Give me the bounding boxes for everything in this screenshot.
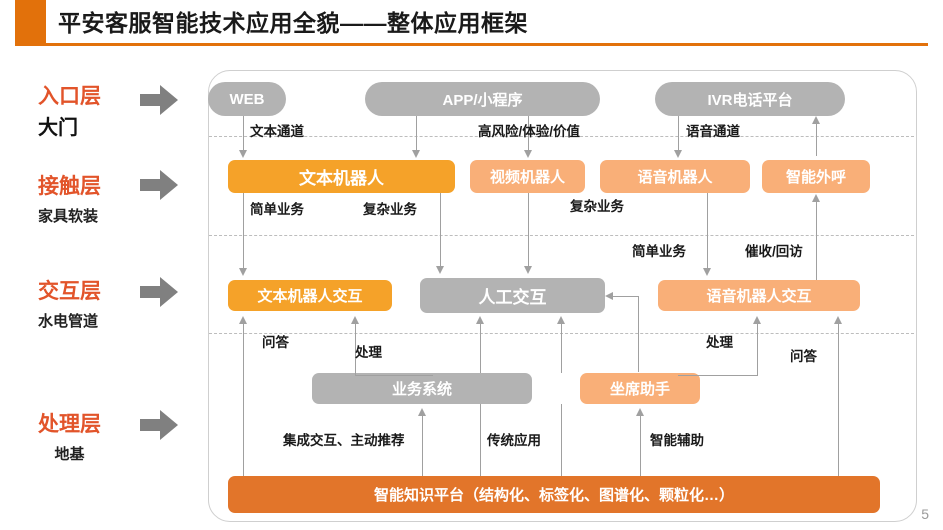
connector-voice-interaction-elbow-h [613,296,638,297]
arrowhead-down [411,150,420,158]
connector-platform-to-voice-interaction [838,322,839,476]
node-human-interaction[interactable]: 人工交互 [420,278,605,313]
connector-video-robot-to-human [528,193,529,268]
page-title: 平安客服智能技术应用全貌——整体应用框架 [58,10,528,36]
edge-label-voice-channel: 语音通道 [686,124,740,139]
rail-title: 接触层 [38,175,101,198]
rail-subtitle: 大门 [38,117,78,139]
arrowhead-down [673,150,682,158]
edge-label-qa-left: 问答 [262,335,289,350]
arrowhead-up [635,408,644,416]
layer-divider-2 [209,235,914,236]
node-smart-outbound[interactable]: 智能外呼 [762,160,870,193]
connector-app-to-text-robot [416,116,417,152]
arrowhead-up [350,316,359,324]
rail-subtitle: 地基 [54,446,85,463]
arrowhead-down [238,150,247,158]
connector-assistant-to-voice-interaction-v [757,322,758,376]
arrowhead-down [435,266,444,274]
edge-label-complex-business-2: 复杂业务 [570,199,624,214]
right-arrow-icon [140,277,178,307]
connector-outbound-to-ivr [816,122,817,156]
edge-label-simple-business-1: 简单业务 [250,202,304,217]
rail-title: 入口层 [38,85,101,108]
layer-divider-1 [209,136,914,137]
rail-layer-process: 处理层 地基 [38,408,101,464]
edge-label-smart-assist: 智能辅助 [650,433,704,448]
arrowhead-up [238,316,247,324]
connector-platform-to-human-traditional [561,404,562,476]
connector-business-to-text-interaction-v [355,322,356,376]
node-text-robot-interaction[interactable]: 文本机器人交互 [228,280,392,311]
right-arrow-icon [140,85,178,115]
edge-label-integrated: 集成交互、主动推荐 [283,433,405,448]
connector-voice-interaction-elbow-v [638,296,639,372]
connector-voice-robot-to-voice-interaction [707,193,708,270]
connector-platform-to-assistant [640,414,641,476]
rail-title: 处理层 [38,413,101,436]
node-knowledge-platform[interactable]: 智能知识平台（结构化、标签化、图谱化、颗粒化…） [228,476,880,513]
connector-assistant-to-voice-interaction-h [678,375,757,376]
connector-ivr-to-voice-robot [678,116,679,152]
connector-app-to-video-robot [528,116,529,152]
node-text-robot[interactable]: 文本机器人 [228,160,455,193]
node-business-system[interactable]: 业务系统 [312,373,532,404]
connector-business-to-text-interaction-h [355,375,433,376]
arrowhead-up [752,316,761,324]
edge-label-handle-right: 处理 [706,335,733,350]
connector-assistant-to-human [561,322,562,373]
connector-platform-left-riser [480,404,481,476]
connector-platform-to-business [422,414,423,476]
arrowhead-left [605,291,613,300]
right-arrow-icon [140,170,178,200]
title-accent-block [15,0,46,43]
node-voice-robot-interaction[interactable]: 语音机器人交互 [658,280,860,311]
title-underline [15,43,928,46]
connector-web-to-text-robot [243,116,244,152]
arrowhead-down [523,150,532,158]
arrowhead-up [417,408,426,416]
node-agent-assistant[interactable]: 坐席助手 [580,373,700,404]
edge-label-high-risk: 高风险/体验/价值 [478,124,581,139]
edge-label-complex-business-1: 复杂业务 [363,202,417,217]
node-voice-robot[interactable]: 语音机器人 [600,160,750,193]
node-video-robot[interactable]: 视频机器人 [470,160,585,193]
arrowhead-up [556,316,565,324]
connector-voice-interaction-to-outbound [816,200,817,280]
arrowhead-up [833,316,842,324]
rail-layer-interaction: 交互层 水电管道 [38,275,101,331]
rail-layer-entry: 入口层 大门 [38,80,101,140]
connector-platform-to-text-interaction [243,322,244,476]
arrowhead-up [475,316,484,324]
edge-label-collection-return: 催收/回访 [745,244,803,259]
connector-text-robot-to-text-interaction [243,193,244,270]
rail-subtitle: 家具软装 [38,208,99,225]
node-app-miniprogram[interactable]: APP/小程序 [365,82,600,116]
arrowhead-down [238,268,247,276]
rail-subtitle: 水电管道 [38,313,99,330]
slide-title-bar: 平安客服智能技术应用全貌——整体应用框架 [0,0,943,46]
arrowhead-up [811,116,820,124]
node-ivr-platform[interactable]: IVR电话平台 [655,82,845,116]
right-arrow-icon [140,410,178,440]
arrowhead-down [523,266,532,274]
arrowhead-down [702,268,711,276]
connector-business-to-human-1 [480,322,481,373]
arrowhead-up [811,194,820,202]
edge-label-handle-left: 处理 [355,345,382,360]
node-web[interactable]: WEB [208,82,286,116]
rail-title: 交互层 [38,280,101,303]
edge-label-traditional: 传统应用 [487,433,541,448]
edge-label-text-channel: 文本通道 [250,124,304,139]
edge-label-qa-right: 问答 [790,349,817,364]
connector-text-robot-to-human [440,193,441,268]
rail-layer-contact: 接触层 家具软装 [38,170,101,226]
page-number: 5 [921,506,929,522]
edge-label-simple-business-2: 简单业务 [632,244,686,259]
